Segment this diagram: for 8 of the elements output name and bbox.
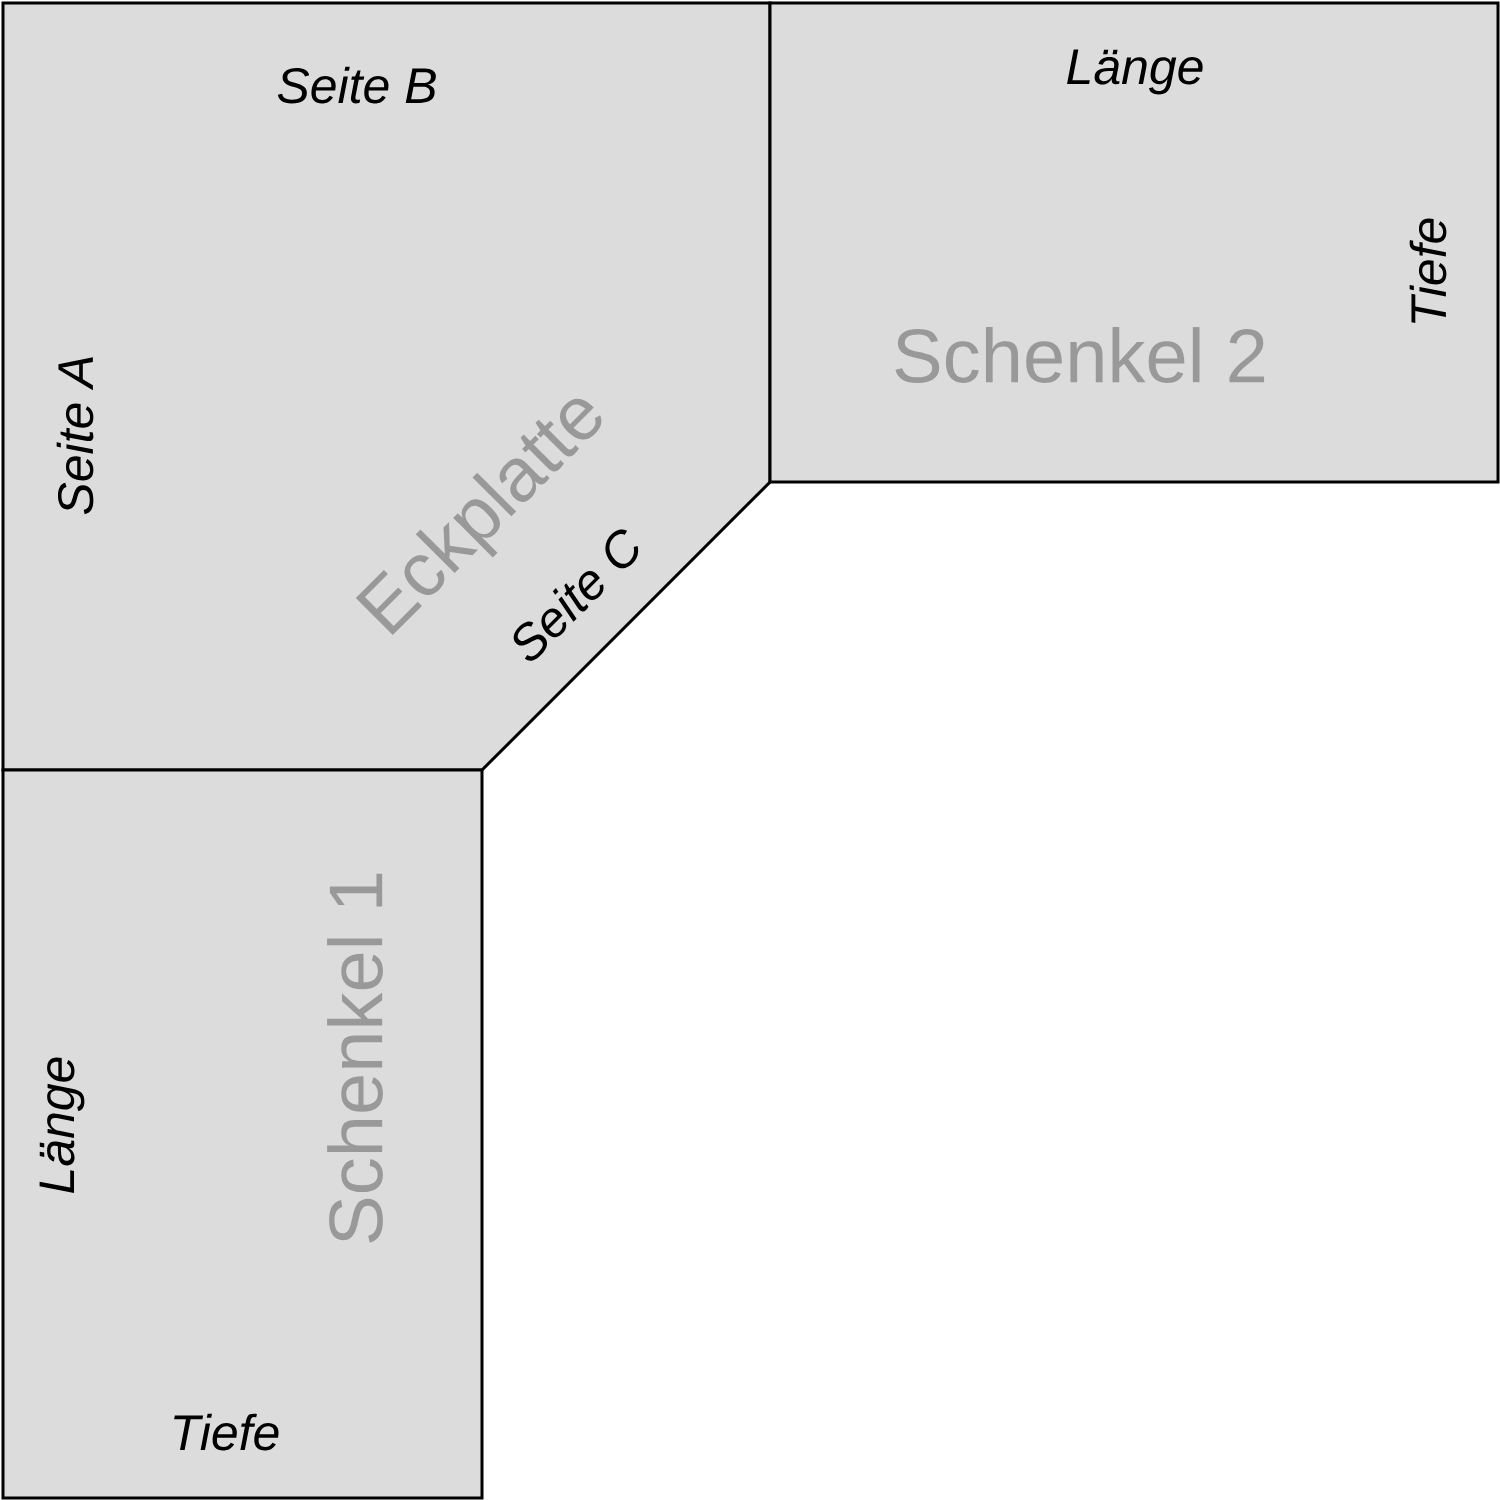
side-label: Tiefe — [1409, 218, 1447, 323]
panel-name: Schenkel 1 — [327, 873, 383, 1243]
side-label: Seite A — [56, 357, 94, 515]
side-label: Länge — [39, 1057, 85, 1193]
side-label: Tiefe — [174, 1413, 279, 1451]
side-label: Länge — [1067, 49, 1203, 95]
side-label: Seite B — [277, 66, 436, 104]
panel-name: Schenkel 2 — [895, 327, 1265, 383]
